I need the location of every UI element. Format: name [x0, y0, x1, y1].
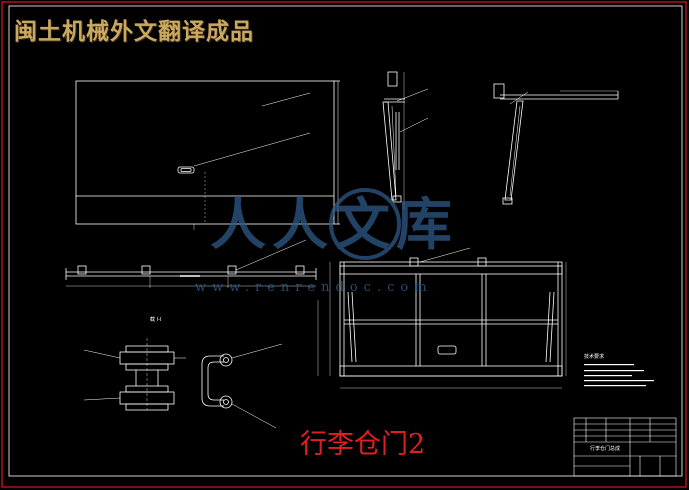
watermark-logo-text: 人人文库: [210, 193, 458, 258]
watermark-url: www.renrendoc.com: [195, 280, 433, 295]
watermark-logo: 人人文库: [210, 188, 458, 260]
hinge-rail-view: [65, 239, 317, 288]
drawing-title: 行李仓门2: [300, 429, 426, 460]
door-panel-view: [75, 80, 340, 230]
notes-title: 技术要求: [584, 353, 604, 360]
title-block-part-name: 行李仓门总成: [590, 445, 620, 452]
hinge-bracket-view: [201, 343, 283, 429]
side-view-closed: [382, 71, 429, 210]
section-label: 截 I-I: [150, 316, 161, 323]
top-stamp: 闽土机械外文翻译成品: [14, 19, 254, 45]
technical-notes: [584, 364, 654, 387]
section-view: [83, 338, 186, 411]
title-block: [573, 417, 677, 477]
side-view-open: [493, 83, 619, 205]
door-frame-assembly: [317, 247, 567, 389]
